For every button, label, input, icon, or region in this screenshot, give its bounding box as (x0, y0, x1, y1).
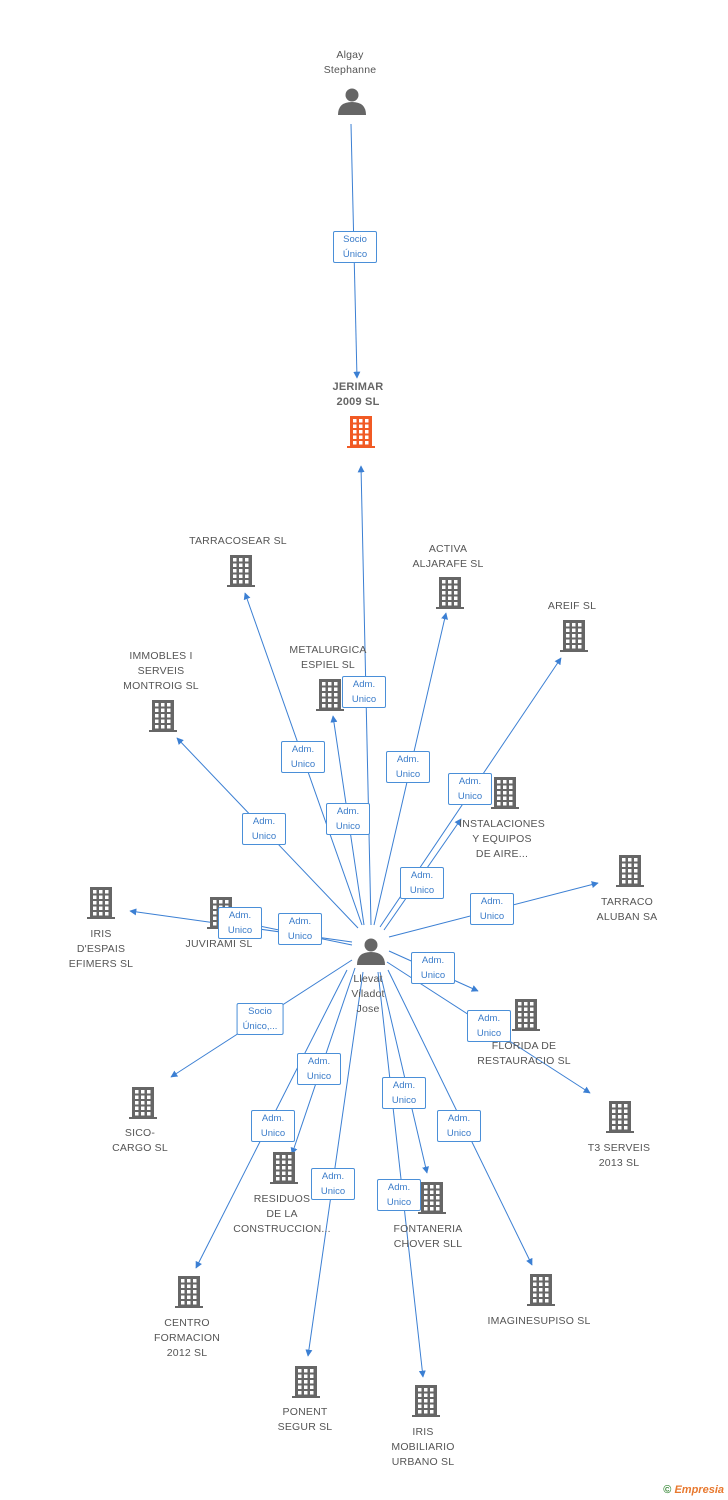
edge-label-areif[interactable]: Adm. Unico (448, 773, 492, 805)
edge-label-jerimar[interactable]: Adm. Unico (342, 676, 386, 708)
edge-label-sico[interactable]: Socio Único,... (236, 1003, 284, 1035)
edge-llevat-to-iris_mob (377, 971, 426, 1378)
copyright-icon: © (663, 1484, 672, 1496)
building-icon[interactable] (436, 577, 464, 609)
node-label-iris_mob[interactable]: IRIS MOBILIARIO URBANO SL (391, 1426, 455, 1468)
node-label-residuos[interactable]: RESIDUOS DE LA CONSTRUCCION... (233, 1193, 331, 1235)
edge-label-activa[interactable]: Adm. Unico (386, 751, 430, 783)
edge-label-instalaciones[interactable]: Adm. Unico (400, 867, 444, 899)
building-icon[interactable] (347, 416, 375, 448)
node-label-tarraco[interactable]: TARRACO ALUBAN SA (596, 896, 658, 923)
person-icon[interactable] (338, 88, 366, 116)
building-icon[interactable] (412, 1385, 440, 1417)
node-label-juvirami[interactable]: JUVIRAMI SL (185, 938, 253, 950)
building-icon[interactable] (227, 555, 255, 587)
node-label-activa[interactable]: ACTIVA ALJARAFE SL (412, 543, 484, 570)
edge-label-ponent[interactable]: Adm. Unico (311, 1168, 355, 1200)
building-icon[interactable] (292, 1366, 320, 1398)
building-icon[interactable] (175, 1276, 203, 1308)
building-icon[interactable] (129, 1087, 157, 1119)
edge-label-fontaneria[interactable]: Adm. Unico (382, 1077, 426, 1109)
node-label-florida[interactable]: FLORIDA DE RESTAURACIO SL (477, 1040, 571, 1067)
building-icon[interactable] (149, 700, 177, 732)
building-icon[interactable] (527, 1274, 555, 1306)
node-label-tarracosear[interactable]: TARRACOSEAR SL (189, 535, 287, 547)
node-label-metalurgica[interactable]: METALURGICA ESPIEL SL (289, 644, 367, 671)
building-icon[interactable] (616, 855, 644, 887)
node-label-t3[interactable]: T3 SERVEIS 2013 SL (587, 1142, 651, 1169)
edge-label-florida[interactable]: Adm. Unico (411, 952, 455, 984)
person-icon[interactable] (357, 938, 385, 966)
building-icon[interactable] (606, 1101, 634, 1133)
node-label-sico[interactable]: SICO- CARGO SL (112, 1127, 168, 1154)
edge-label-t3[interactable]: Adm. Unico (467, 1010, 511, 1042)
edge-label-iris_espais[interactable]: Adm. Unico (218, 907, 262, 939)
brand-logo: Empresia (674, 1484, 724, 1496)
building-icon[interactable] (560, 620, 588, 652)
edge-label-iris_mob[interactable]: Adm. Unico (377, 1179, 421, 1211)
building-icon[interactable] (270, 1152, 298, 1184)
edge-label-juvirami[interactable]: Adm. Unico (278, 913, 322, 945)
building-icon[interactable] (316, 679, 344, 711)
edge-label-immobles[interactable]: Adm. Unico (242, 813, 286, 845)
edge-label-tarracosear[interactable]: Adm. Unico (281, 741, 325, 773)
building-icon[interactable] (87, 887, 115, 919)
node-label-jerimar[interactable]: JERIMAR 2009 SL (332, 381, 384, 408)
node-label-centro[interactable]: CENTRO FORMACION 2012 SL (154, 1317, 220, 1359)
edge-llevat-to-ponent (305, 971, 364, 1357)
node-label-areif[interactable]: AREIF SL (547, 600, 597, 612)
edge-llevat-to-fontaneria (379, 971, 429, 1174)
edge-label-metalurgica[interactable]: Adm. Unico (326, 803, 370, 835)
node-label-iris_espais[interactable]: IRIS D'ESPAIS EFIMERS SL (68, 928, 134, 970)
footer-brand: © Empresia (663, 1484, 724, 1496)
edge-label-jerimar[interactable]: Socio Único (333, 231, 377, 263)
node-label-fontaneria[interactable]: FONTANERIA CHOVER SLL (393, 1223, 463, 1250)
node-label-immobles[interactable]: IMMOBLES I SERVEIS MONTROIG SL (123, 650, 199, 692)
edge-label-tarraco[interactable]: Adm. Unico (470, 893, 514, 925)
edge-label-residuos[interactable]: Adm. Unico (297, 1053, 341, 1085)
building-icon[interactable] (418, 1182, 446, 1214)
node-label-ponent[interactable]: PONENT SEGUR SL (277, 1406, 333, 1433)
node-label-algay[interactable]: Algay Stephanne (323, 49, 377, 76)
building-icon[interactable] (491, 777, 519, 809)
edge-label-imaginesupiso[interactable]: Adm. Unico (437, 1110, 481, 1142)
node-label-instalaciones[interactable]: INSTALACIONES Y EQUIPOS DE AIRE... (459, 818, 545, 860)
node-label-imaginesupiso[interactable]: IMAGINESUPISO SL (487, 1315, 591, 1327)
building-icon[interactable] (512, 999, 540, 1031)
edge-label-centro[interactable]: Adm. Unico (251, 1110, 295, 1142)
node-label-llevat[interactable]: Llevat Viladot Jose (351, 973, 385, 1015)
